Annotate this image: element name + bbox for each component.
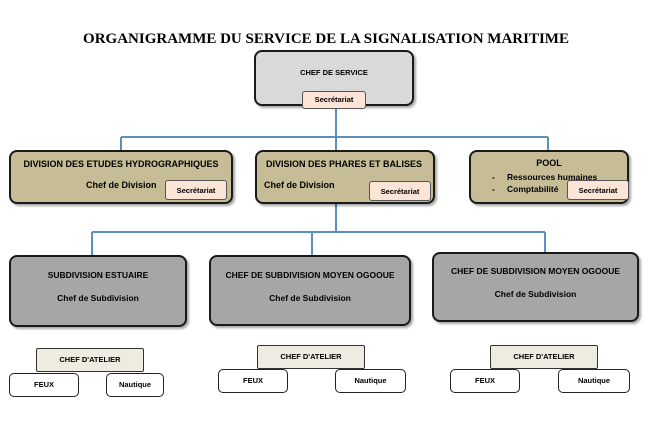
division-box-pool: POOL - Ressources humaines - Comptabilit…	[469, 150, 629, 204]
unit-box-nautique: Nautique	[558, 369, 630, 393]
atelier-box: CHEF D'ATELIER	[36, 348, 144, 372]
division-box-hydrographic: DIVISION DES ETUDES HYDROGRAPHIQUES Chef…	[9, 150, 233, 204]
subdivision-head: Chef de Subdivision	[269, 293, 351, 303]
subdivision-name: CHEF DE SUBDIVISION MOYEN OGOOUE	[450, 266, 621, 276]
division-name: DIVISION DES ETUDES HYDROGRAPHIQUES	[23, 159, 219, 169]
atelier-box: CHEF D'ATELIER	[490, 345, 598, 369]
unit-box-feux: FEUX	[218, 369, 288, 393]
division-secretariat: Secrétariat	[369, 181, 431, 201]
unit-box-feux: FEUX	[450, 369, 520, 393]
subdivision-box-moyen-ogooue-1: CHEF DE SUBDIVISION MOYEN OGOOUE Chef de…	[209, 255, 411, 326]
subdivision-box-estuaire: SUBDIVISION ESTUAIRE Chef de Subdivision	[9, 255, 187, 327]
division-name: DIVISION DES PHARES ET BALISES	[266, 159, 423, 169]
pool-item: Comptabilité	[507, 184, 559, 194]
division-name: POOL	[536, 158, 562, 168]
subdivision-box-moyen-ogooue-2: CHEF DE SUBDIVISION MOYEN OGOOUE Chef de…	[432, 252, 639, 322]
pool-item: Ressources humaines	[507, 172, 598, 182]
unit-box-nautique: Nautique	[106, 373, 164, 397]
division-secretariat: Secrétariat	[165, 180, 227, 200]
chart-title: ORGANIGRAMME DU SERVICE DE LA SIGNALISAT…	[83, 31, 569, 47]
division-secretariat: Secrétariat	[567, 180, 629, 200]
subdivision-name: CHEF DE SUBDIVISION MOYEN OGOOUE	[225, 270, 395, 280]
chief-label: CHEF DE SERVICE	[300, 68, 368, 77]
atelier-box: CHEF D'ATELIER	[257, 345, 365, 369]
pool-bullet: -	[492, 172, 495, 182]
chief-secretariat: Secrétariat	[302, 91, 366, 109]
unit-box-nautique: Nautique	[335, 369, 406, 393]
division-head: Chef de Division	[264, 180, 335, 190]
subdivision-head: Chef de Subdivision	[494, 289, 577, 299]
pool-bullet: -	[492, 184, 495, 194]
division-head: Chef de Division	[86, 180, 157, 190]
unit-box-feux: FEUX	[9, 373, 79, 397]
subdivision-name: SUBDIVISION ESTUAIRE	[47, 270, 149, 280]
subdivision-head: Chef de Subdivision	[57, 293, 139, 303]
